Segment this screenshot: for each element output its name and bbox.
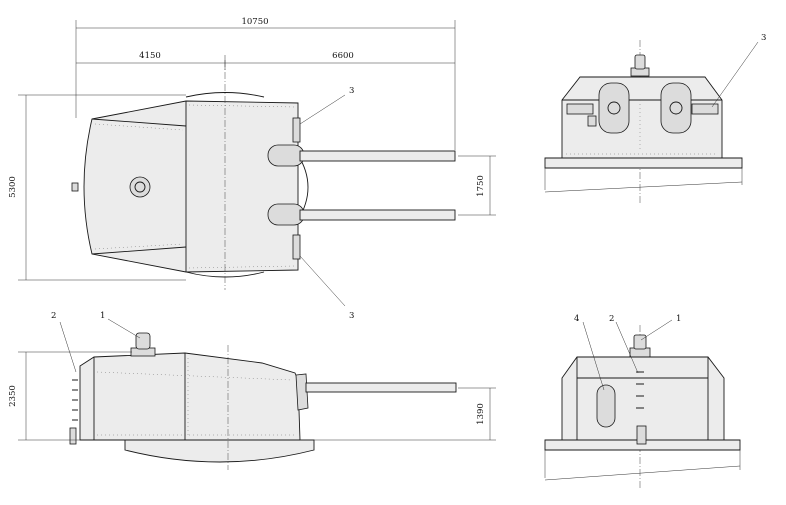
- front-view-turret-body: [561, 76, 723, 159]
- top-view-lower-gun-mantlet: [267, 203, 305, 226]
- front-view-lower-hatch: [587, 115, 597, 127]
- front-view-rangefinder-right: [691, 103, 719, 115]
- top-view-rivet-lines: [94, 104, 296, 269]
- leader-1-side: [107, 318, 141, 339]
- top-view-dimensions: 10750 4150 6600 5300 1750: [8, 17, 496, 281]
- leader-3-front: [711, 41, 759, 108]
- side-view-gun-barrel: [305, 382, 457, 393]
- dim-width: 5300: [8, 176, 18, 198]
- dim-gun-spacing: 1750: [476, 175, 486, 197]
- rear-view-base-ring: [544, 450, 741, 481]
- side-view-callouts: 1 2: [51, 311, 141, 373]
- rear-view-callouts: 1 2 4: [574, 314, 681, 391]
- dim-overall-length: 10750: [241, 17, 268, 27]
- rear-view-access-door: [596, 384, 616, 428]
- front-view-left-port: [598, 82, 630, 134]
- rear-view-lower-fitting: [636, 425, 647, 445]
- side-view-cupola: [135, 332, 151, 350]
- top-view: [71, 60, 456, 290]
- side-view-rear-rungs: [72, 379, 78, 421]
- leader-2-rear: [615, 321, 639, 374]
- front-view-cupola: [634, 54, 646, 70]
- side-view-turret-body: [79, 352, 301, 441]
- callout-3-front: 3: [761, 33, 766, 43]
- rear-view-cupola: [633, 334, 647, 350]
- dim-rear-length: 6600: [332, 51, 354, 61]
- front-view-base-band: [544, 157, 743, 169]
- front-view-base-ring: [544, 168, 743, 193]
- side-view-rear-fitting: [69, 427, 77, 445]
- front-view-callouts: 3: [711, 33, 766, 108]
- callout-4-rear: 4: [574, 314, 579, 324]
- callout-1-side: 1: [100, 311, 105, 321]
- front-view-right-muzzle: [669, 101, 683, 115]
- leader-3-bottom: [299, 255, 346, 307]
- top-view-rangefinder-upper: [292, 117, 301, 143]
- top-view-lower-gun-barrel: [299, 209, 456, 221]
- callout-1-rear: 1: [676, 314, 681, 324]
- side-view-rivet-lines: [96, 358, 296, 436]
- top-view-rear-fitting: [71, 182, 79, 192]
- callout-3-bottom: 3: [349, 311, 354, 321]
- leader-3-top: [299, 94, 346, 125]
- front-view-right-port: [660, 82, 692, 134]
- front-view-left-muzzle: [607, 101, 621, 115]
- callout-3-top: 3: [349, 86, 354, 96]
- leader-2-side: [59, 321, 77, 373]
- top-view-callouts: 3 3: [299, 86, 354, 321]
- top-view-base-arc-top: [185, 92, 265, 98]
- rear-view-ladder: [636, 371, 644, 409]
- callout-2-side: 2: [51, 311, 56, 321]
- callout-2-rear: 2: [609, 314, 614, 324]
- dim-gun-axis-height: 1390: [476, 403, 486, 425]
- top-view-cupola-hatch: [134, 181, 146, 193]
- side-view: [69, 332, 457, 470]
- front-view: [544, 40, 743, 205]
- top-view-turret-body: [83, 100, 299, 273]
- side-view-dimensions: 2350 1390: [8, 351, 496, 441]
- dim-front-length: 4150: [139, 51, 161, 61]
- top-view-upper-gun-barrel: [299, 150, 456, 162]
- top-view-upper-gun-mantlet: [267, 144, 305, 167]
- top-view-rangefinder-lower: [292, 234, 301, 260]
- rear-view: [544, 325, 741, 490]
- dim-height: 2350: [8, 385, 18, 407]
- side-view-mantlet: [295, 373, 309, 411]
- leader-4-rear: [582, 321, 605, 391]
- top-view-cupola: [129, 176, 151, 198]
- side-view-base-ring: [124, 439, 315, 463]
- top-view-side-bevel: [91, 118, 187, 255]
- front-view-rangefinder-left: [566, 103, 594, 115]
- leader-1-rear: [640, 319, 673, 341]
- front-view-rivet-lines: [566, 100, 718, 155]
